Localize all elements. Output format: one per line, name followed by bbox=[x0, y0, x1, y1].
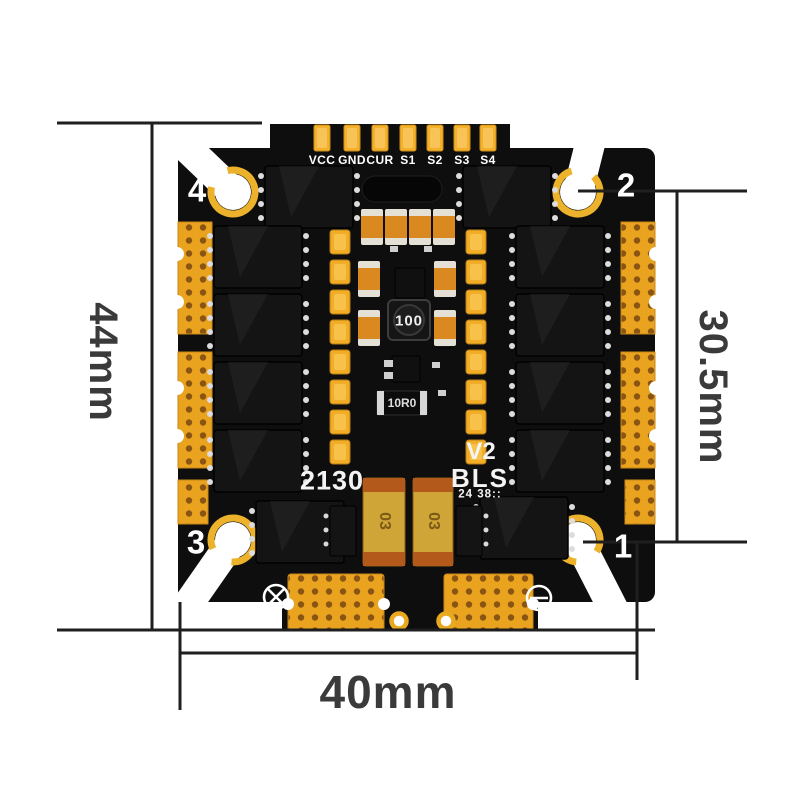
pad-label-vcc: VCC bbox=[308, 153, 336, 167]
tantalum-capacitors bbox=[362, 477, 454, 567]
inductor bbox=[387, 299, 431, 341]
pad-label-s3: S3 bbox=[454, 153, 470, 167]
silkscreen-date-code: 24 38:: bbox=[458, 488, 502, 501]
capacitor-marking-right: 03 bbox=[425, 512, 442, 530]
mosfet-chip bbox=[257, 165, 361, 229]
pcb-board bbox=[143, 97, 663, 637]
mosfet-chip bbox=[472, 496, 576, 560]
pad-label-s2: S2 bbox=[427, 153, 443, 167]
mosfet-chip bbox=[206, 429, 310, 493]
shunt-resistor bbox=[376, 390, 428, 416]
hole-spacing-dimension-label: 30.5mm bbox=[691, 309, 735, 465]
small-ics bbox=[323, 267, 489, 557]
pad-label-cur: CUR bbox=[366, 153, 394, 167]
silkscreen-firmware: BLS bbox=[451, 463, 509, 493]
silkscreen-version: V2 bbox=[466, 438, 496, 465]
height-dimension-label: 44mm bbox=[81, 302, 125, 422]
corner-label-4: 4 bbox=[187, 171, 207, 209]
silkscreen-model: 2130 bbox=[299, 465, 365, 496]
mosfet-chip bbox=[508, 361, 612, 425]
mosfet-chip bbox=[508, 293, 612, 357]
corner-label-3: 3 bbox=[186, 523, 206, 561]
corner-label-2: 2 bbox=[616, 166, 636, 204]
corner-label-1: 1 bbox=[613, 527, 633, 565]
mosfet-chip bbox=[206, 293, 310, 357]
mosfet-chip bbox=[508, 225, 612, 289]
pad-scallops bbox=[170, 247, 663, 443]
resistor-marking: 10R0 bbox=[387, 396, 417, 410]
mounting-hole-2 bbox=[552, 166, 604, 218]
negative-terminal-icon bbox=[525, 584, 553, 612]
connector-slot bbox=[361, 175, 443, 203]
mounting-hole-3 bbox=[207, 514, 259, 566]
positive-terminal-icon bbox=[262, 583, 290, 611]
pad-label-s4: S4 bbox=[480, 153, 496, 167]
mosfet-chip bbox=[206, 361, 310, 425]
mosfet-chip bbox=[206, 225, 310, 289]
battery-solder-pads bbox=[282, 573, 539, 632]
width-dimension-label: 40mm bbox=[319, 666, 457, 718]
dimension-lines bbox=[57, 121, 747, 710]
mosfet-chip bbox=[508, 429, 612, 493]
mosfet-chip bbox=[455, 165, 559, 229]
pad-label-s1: S1 bbox=[400, 153, 416, 167]
motor-solder-pads bbox=[177, 221, 656, 525]
capacitor-marking-left: 03 bbox=[376, 512, 393, 530]
small-passives bbox=[384, 246, 446, 396]
inductor-marking: 100 bbox=[394, 312, 424, 330]
pad-label-gnd: GND bbox=[338, 153, 366, 167]
mounting-hole-4 bbox=[207, 166, 259, 218]
